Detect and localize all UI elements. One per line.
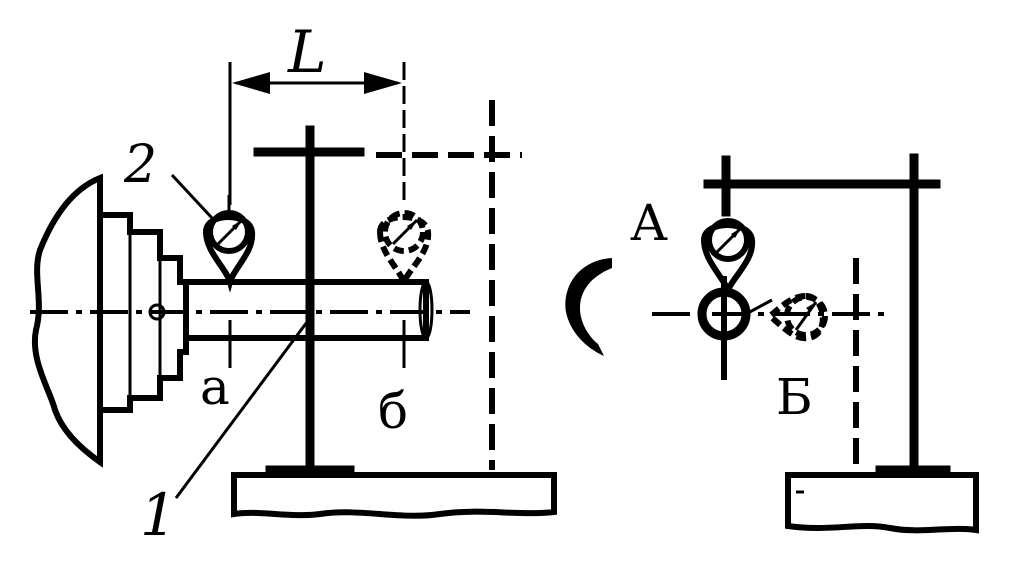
needle-tip-b [806, 302, 816, 312]
left-view: L 2 а б 1 [30, 18, 557, 549]
needle-tip-a [731, 228, 741, 238]
contact-line [745, 298, 773, 316]
spindle-headstock [31, 173, 103, 468]
machine-bed-right [785, 472, 979, 534]
indicator-position-b [765, 292, 828, 342]
position-a-label: А [630, 194, 668, 252]
machine-bed [231, 472, 557, 519]
dimension-arrow-left [232, 72, 270, 94]
shaft-number-label: 1 [140, 481, 177, 549]
rotation-arrow-icon [565, 258, 612, 356]
indicator-dial-dashed [382, 210, 426, 254]
leader-2 [170, 173, 214, 220]
indicator-dial-b [784, 294, 828, 338]
dial-indicator-2 [202, 195, 256, 293]
indicator-mount-dashed [376, 214, 432, 290]
leader-1 [174, 317, 312, 499]
position-b-label: Б [776, 368, 813, 426]
dimension-arrow-right [364, 72, 402, 94]
indicator-mount-a [700, 222, 756, 298]
distance-label: L [287, 18, 327, 86]
indicator-position-a [700, 218, 756, 298]
point-b-label: б [378, 382, 408, 440]
right-view: А Б [565, 153, 979, 534]
needle-tip [232, 220, 242, 230]
indicator-number-label: 2 [123, 135, 157, 195]
indicator-dial-a [706, 218, 750, 262]
needle-tip-dashed [407, 220, 417, 230]
indicator-mount [202, 214, 256, 293]
point-a-label: а [200, 358, 230, 416]
dial-indicator-dashed [376, 210, 432, 290]
